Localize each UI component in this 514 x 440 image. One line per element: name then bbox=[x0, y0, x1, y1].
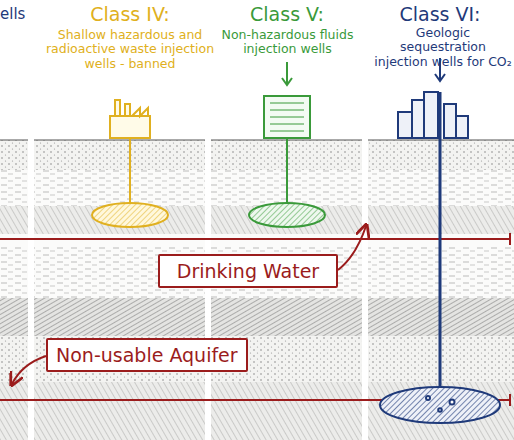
callout-text: Drinking Water bbox=[177, 260, 319, 282]
class-heading: Class VI: bbox=[385, 4, 495, 26]
class-iv-well bbox=[92, 100, 168, 227]
class-description: ells bbox=[0, 6, 24, 23]
class-description: Shallow hazardous and radioactive waste … bbox=[40, 28, 220, 71]
class-description: Geologic sequestration injection wells f… bbox=[372, 26, 514, 69]
leader-arrows bbox=[12, 226, 366, 384]
class-heading: Class IV: bbox=[80, 4, 180, 26]
callout-box: Non-usable Aquifer bbox=[46, 338, 248, 372]
callout-text: Non-usable Aquifer bbox=[56, 344, 238, 366]
aquifer-lines bbox=[0, 233, 510, 406]
class-heading: Class V: bbox=[237, 4, 337, 26]
strata bbox=[0, 138, 514, 440]
callout-box: Drinking Water bbox=[158, 254, 338, 288]
class-vi-well bbox=[380, 58, 500, 423]
class-description: Non-hazardous fluids injection wells bbox=[210, 28, 365, 57]
class-v-well bbox=[249, 62, 325, 227]
